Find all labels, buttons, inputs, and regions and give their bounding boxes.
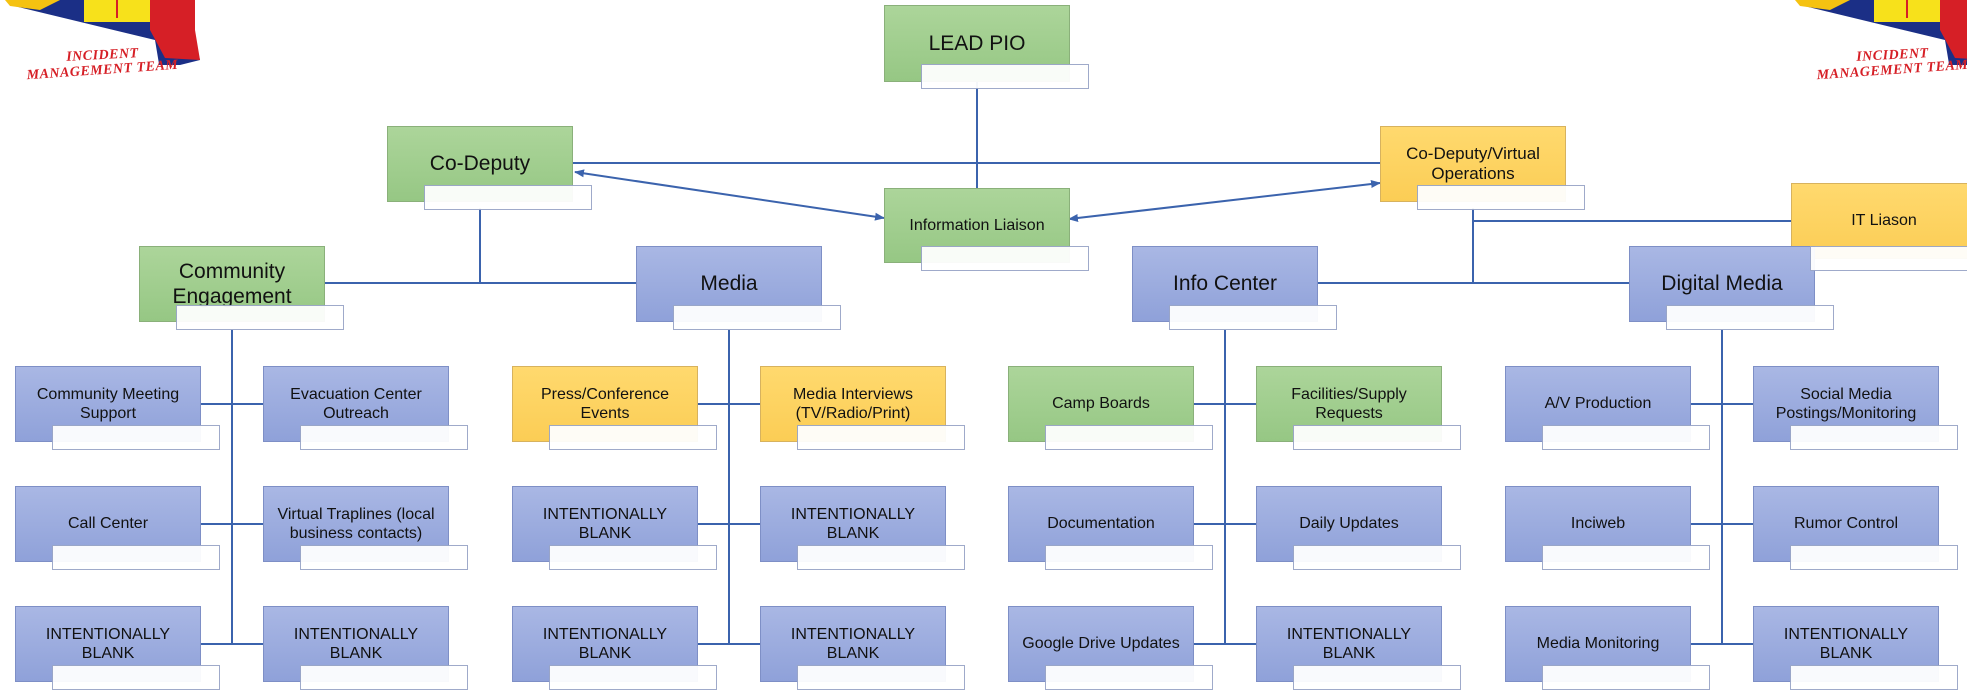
name-field [1790, 545, 1958, 570]
name-field [300, 425, 468, 450]
name-field [797, 425, 965, 450]
new-mexico-emblem-icon [5, 0, 200, 65]
node-label: INTENTIONALLY BLANK [542, 625, 668, 662]
node-label: Community Meeting Support [36, 385, 180, 422]
node-label: INTENTIONALLY BLANK [542, 505, 668, 542]
node-label: Camp Boards [1052, 395, 1150, 413]
node-label: Call Center [67, 515, 149, 533]
name-field [1542, 665, 1710, 690]
node-label: Media [700, 272, 758, 296]
node-label: Virtual Traplines (local business contac… [277, 505, 435, 542]
node-label: Daily Updates [1299, 515, 1399, 533]
node-camp-boards: Camp Boards [1008, 366, 1194, 442]
arrow-co-deputy-liaison [574, 169, 885, 221]
name-field [1810, 246, 1967, 271]
name-field [1790, 665, 1958, 690]
name-field [52, 425, 220, 450]
name-field [176, 305, 344, 330]
name-field [1045, 425, 1213, 450]
name-field [1542, 425, 1710, 450]
name-field [1666, 305, 1834, 330]
name-field [797, 545, 965, 570]
name-field [1045, 545, 1213, 570]
node-label: Media Interviews (TV/Radio/Print) [792, 385, 914, 422]
name-field [424, 185, 592, 210]
node-label: Documentation [1047, 515, 1155, 533]
arrow-virtual-liaison [1068, 180, 1381, 222]
node-label: INTENTIONALLY BLANK [790, 625, 916, 662]
node-label: Evacuation Center Outreach [290, 385, 422, 422]
imt-logo-right: INCIDENT MANAGEMENT TEAM [1790, 0, 1967, 95]
node-label: Google Drive Updates [1022, 635, 1180, 653]
name-field [1542, 545, 1710, 570]
name-field [797, 665, 965, 690]
name-field [1293, 665, 1461, 690]
node-label: Community Engagement [172, 259, 292, 308]
node-facilities-supply-requests: Facilities/Supply Requests [1256, 366, 1442, 442]
node-label: INTENTIONALLY BLANK [1783, 625, 1909, 662]
node-label: Co-Deputy [429, 152, 531, 176]
node-label: A/V Production [1544, 395, 1652, 413]
name-field [300, 665, 468, 690]
node-label: Information Liaison [909, 216, 1045, 234]
node-label: INTENTIONALLY BLANK [1286, 625, 1412, 662]
name-field [549, 545, 717, 570]
name-field [1417, 185, 1585, 210]
node-label: Inciweb [1570, 515, 1626, 533]
node-label: Digital Media [1661, 272, 1783, 296]
node-label: LEAD PIO [928, 31, 1026, 55]
name-field [921, 64, 1089, 89]
name-field [52, 665, 220, 690]
name-field [300, 545, 468, 570]
node-label: INTENTIONALLY BLANK [45, 625, 171, 662]
name-field [673, 305, 841, 330]
name-field [549, 665, 717, 690]
name-field [549, 425, 717, 450]
name-field [1790, 425, 1958, 450]
node-label: INTENTIONALLY BLANK [293, 625, 419, 662]
node-label: INTENTIONALLY BLANK [790, 505, 916, 542]
node-label: Press/Conference Events [540, 385, 670, 422]
node-label: Media Monitoring [1536, 635, 1660, 653]
node-intentionally-blank: INTENTIONALLY BLANK [512, 606, 698, 682]
imt-logo-left: INCIDENT MANAGEMENT TEAM [0, 0, 205, 95]
node-label: Co-Deputy/Virtual Operations [1406, 143, 1540, 183]
new-mexico-emblem-icon [1795, 0, 1967, 65]
node-label: Social Media Postings/Monitoring [1775, 385, 1917, 422]
name-field [1293, 545, 1461, 570]
node-label: IT Liason [1851, 212, 1917, 230]
name-field [921, 246, 1089, 271]
name-field [1169, 305, 1337, 330]
name-field [1045, 665, 1213, 690]
node-label: Info Center [1173, 272, 1277, 296]
name-field [1293, 425, 1461, 450]
name-field [52, 545, 220, 570]
node-label: Rumor Control [1793, 515, 1899, 533]
node-label: Facilities/Supply Requests [1291, 385, 1407, 422]
